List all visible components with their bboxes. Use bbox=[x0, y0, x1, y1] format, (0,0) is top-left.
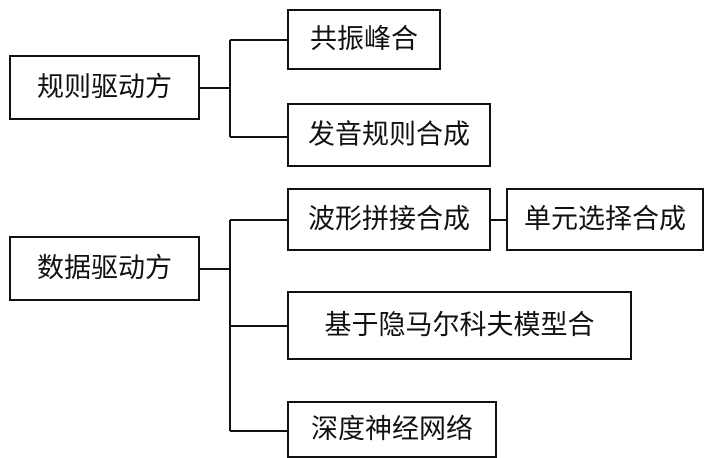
rule-driven-label: 规则驱动方 bbox=[37, 72, 172, 103]
unit-selection-node: 单元选择合成 bbox=[506, 188, 704, 251]
data-driven-connectors bbox=[199, 219, 507, 432]
resonance-peak-label: 共振峰合 bbox=[310, 24, 418, 55]
waveform-concat-label: 波形拼接合成 bbox=[308, 204, 470, 235]
hmm-label: 基于隐马尔科夫模型合 bbox=[325, 310, 595, 341]
data-driven-label: 数据驱动方 bbox=[37, 253, 172, 284]
rule-driven-connectors bbox=[199, 39, 288, 138]
data-driven-node: 数据驱动方 bbox=[9, 236, 200, 301]
unit-selection-label: 单元选择合成 bbox=[524, 204, 686, 235]
rule-driven-node: 规则驱动方 bbox=[9, 55, 200, 120]
deep-nn-node: 深度神经网络 bbox=[287, 401, 497, 458]
deep-nn-label: 深度神经网络 bbox=[311, 414, 473, 445]
pronunciation-rule-label: 发音规则合成 bbox=[308, 120, 470, 151]
pronunciation-rule-node: 发音规则合成 bbox=[287, 103, 491, 167]
resonance-peak-node: 共振峰合 bbox=[287, 9, 441, 70]
hmm-node: 基于隐马尔科夫模型合 bbox=[287, 291, 632, 360]
waveform-concat-node: 波形拼接合成 bbox=[287, 188, 491, 251]
